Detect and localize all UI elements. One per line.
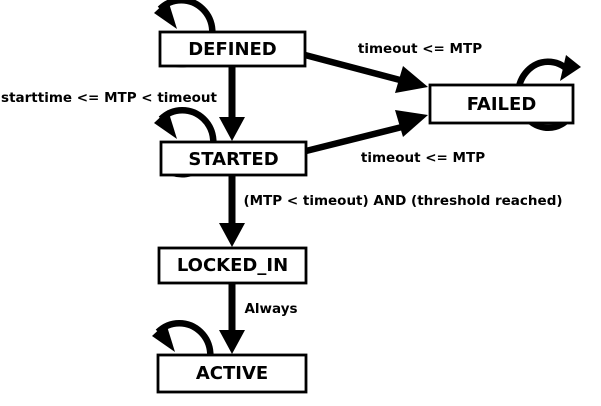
transition-defined-started xyxy=(219,64,245,141)
state-started: STARTED xyxy=(159,140,308,177)
state-failed-box xyxy=(428,83,575,125)
state-defined-box xyxy=(158,30,307,68)
transition-defined-failed-arrowhead xyxy=(395,66,428,93)
state-active-label: ACTIVE xyxy=(196,363,268,384)
state-defined: DEFINED xyxy=(158,30,307,68)
transition-started-lockedin-arrowhead xyxy=(219,223,245,247)
transition-label-started-lockedin: (MTP < timeout) AND (threshold reached) xyxy=(243,193,562,209)
self-loop-started-arrowhead xyxy=(154,110,177,139)
state-started-label: STARTED xyxy=(188,149,278,170)
transition-started-failed-line xyxy=(305,123,403,155)
transition-lockedin-active-arrowhead xyxy=(219,330,245,354)
state-locked-in-label: LOCKED_IN xyxy=(177,255,288,276)
state-locked-in-box xyxy=(157,246,308,285)
state-failed-label: FAILED xyxy=(467,94,537,115)
transition-started-lockedin xyxy=(219,173,245,247)
transition-defined-failed xyxy=(304,51,428,93)
transition-defined-failed-line xyxy=(304,51,401,84)
transition-label-defined-failed: timeout <= MTP xyxy=(358,41,482,57)
self-loop-failed-arrowhead xyxy=(560,55,581,81)
transition-started-failed-arrowhead xyxy=(395,110,428,137)
self-loop-active-arrowhead xyxy=(152,323,175,352)
transition-label-defined-started: starttime <= MTP < timeout xyxy=(1,90,217,106)
transition-label-lockedin-active: Always xyxy=(244,301,297,317)
state-started-box xyxy=(159,140,308,177)
transition-started-failed xyxy=(305,110,428,155)
transition-lockedin-active xyxy=(219,281,245,354)
transition-label-started-failed: timeout <= MTP xyxy=(361,150,485,166)
state-active-box xyxy=(156,353,308,394)
transition-defined-started-arrowhead xyxy=(219,117,245,141)
state-failed: FAILED xyxy=(428,83,575,125)
state-active: ACTIVE xyxy=(156,353,308,394)
state-locked-in: LOCKED_IN xyxy=(157,246,308,285)
state-defined-label: DEFINED xyxy=(188,39,277,60)
self-loop-defined-arrowhead xyxy=(154,0,177,29)
